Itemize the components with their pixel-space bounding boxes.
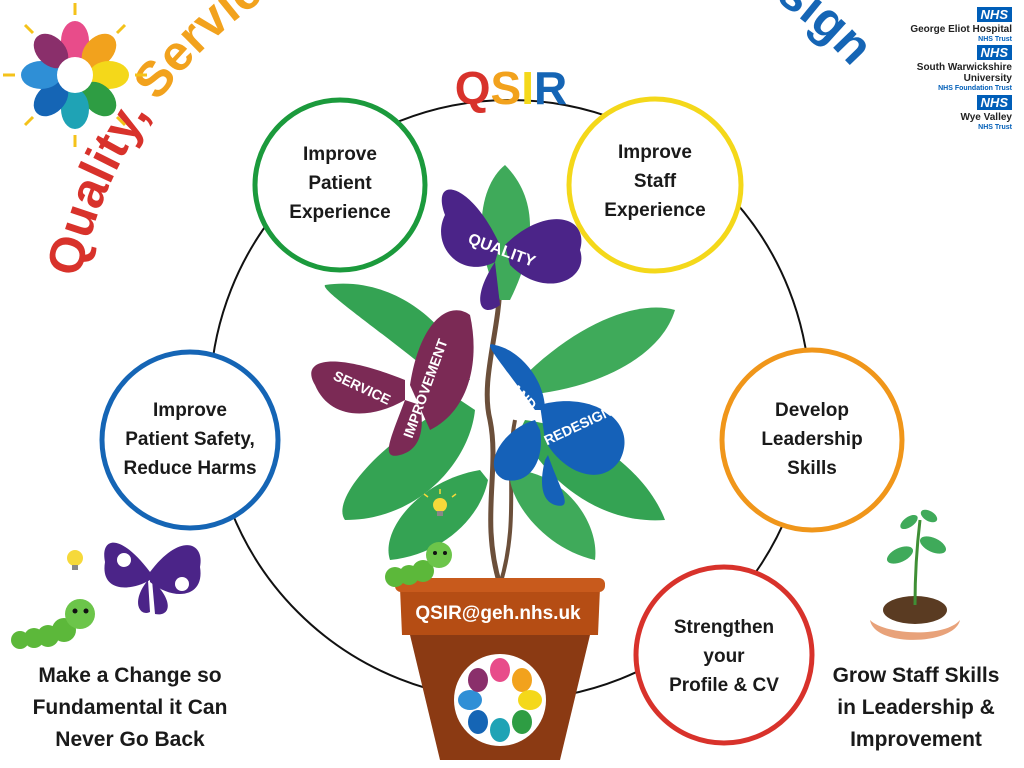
lightbulb-icon (67, 550, 83, 570)
qsir-sun-logo-icon (3, 3, 147, 147)
flower-pot (395, 578, 605, 760)
caterpillar-icon (11, 599, 95, 649)
pot-qsir-logo (454, 654, 546, 746)
theme-circle-patient-experience (252, 97, 428, 273)
title-word-quality: Quality, (36, 89, 159, 281)
lightbulb-icon (423, 489, 457, 516)
theme-circle-profile-cv (633, 564, 815, 746)
nhs-logo-wye-valley: NHS Wye Valley NHS Trust (960, 95, 1012, 131)
nhs-logo-south-warwickshire: NHS South Warwickshire University NHS Fo… (916, 45, 1012, 92)
contact-email: QSIR@geh.nhs.uk (415, 603, 581, 624)
butterfly-icon (104, 542, 201, 615)
theme-circle-leadership (719, 347, 905, 533)
seedling-in-hand-icon (870, 509, 960, 640)
butterfly-quality: QUALITY (441, 189, 582, 311)
theme-circle-patient-safety (99, 349, 281, 531)
theme-circle-staff-experience (566, 96, 744, 274)
qsir-acronym: QSIR (455, 62, 567, 114)
title-word-redesign: Redesign (662, 0, 884, 75)
butterfly-redesign: AND REDESIGN (489, 344, 625, 506)
nhs-logo-george-eliot: NHS George Eliot Hospital NHS Trust (910, 7, 1012, 43)
caterpillar-icon (385, 542, 452, 587)
